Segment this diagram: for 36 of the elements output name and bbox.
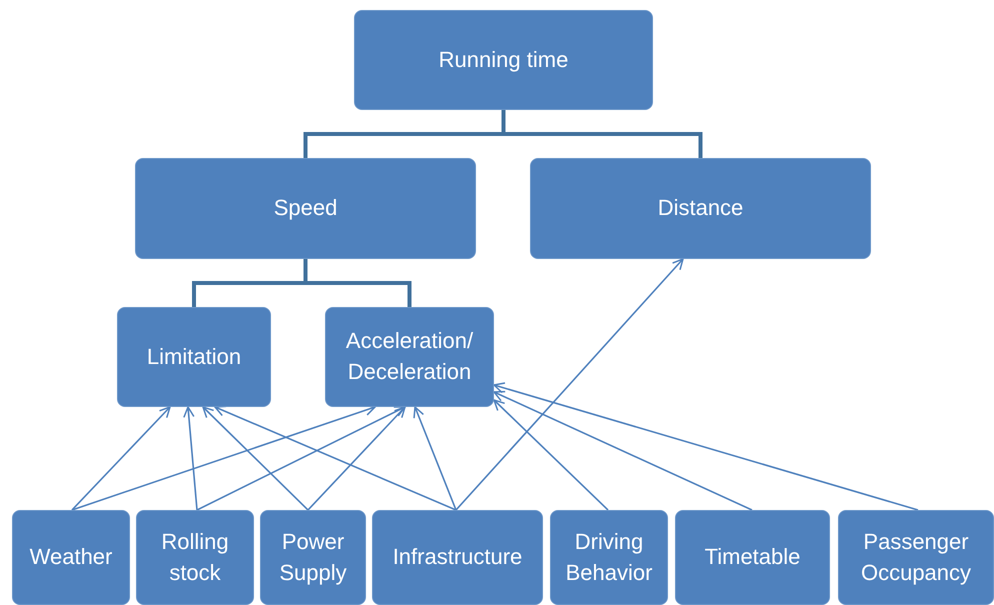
process-box (354, 10, 653, 110)
box-label: Infrastructure (392, 543, 522, 572)
arrow (196, 406, 406, 511)
arrow (214, 406, 456, 511)
arrow (493, 399, 609, 511)
arrow (455, 258, 684, 511)
box-label: Speed (274, 194, 338, 222)
box-label: Timetable (704, 543, 800, 572)
process-box (838, 510, 994, 605)
process-box (136, 510, 254, 605)
process-box (530, 158, 871, 259)
arrow (307, 406, 406, 511)
box-label: Passenger Occupancy (860, 528, 972, 587)
process-box (675, 510, 830, 605)
arrow (493, 382, 918, 511)
box-label: Acceleration/ Deceleration (344, 327, 474, 386)
process-box (12, 510, 130, 605)
arrow (202, 406, 309, 511)
process-box (372, 510, 543, 605)
box-label: Limitation (146, 342, 242, 371)
process-box (117, 307, 271, 407)
arrow (183, 406, 198, 510)
arrow (413, 406, 457, 510)
box-label: Driving Behavior (564, 528, 654, 586)
arrow (72, 404, 376, 511)
process-box (325, 307, 494, 407)
box-label: Power Supply (278, 528, 348, 587)
box-label: Distance (658, 194, 744, 222)
box-label: Weather (30, 543, 112, 572)
box-label: Rolling stock (160, 528, 230, 586)
arrow (71, 406, 171, 511)
box-label: Running time (438, 46, 568, 74)
arrow (493, 390, 752, 511)
process-box (550, 510, 668, 605)
process-box (260, 510, 366, 605)
process-box (135, 158, 476, 259)
